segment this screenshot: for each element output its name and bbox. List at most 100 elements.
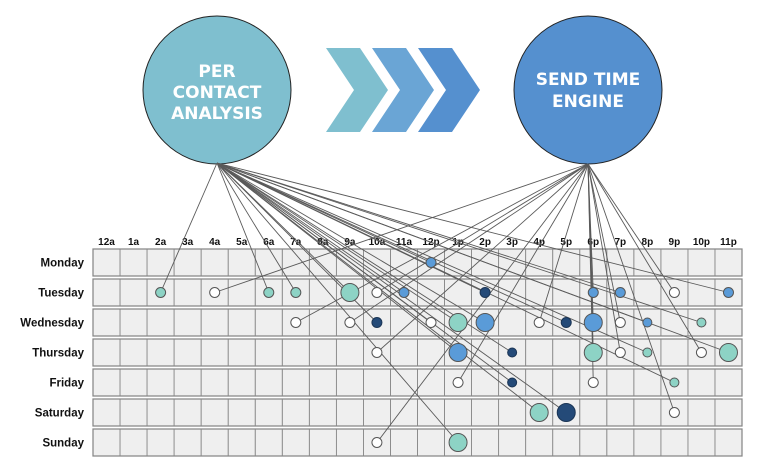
- send-time-dot: [642, 317, 653, 328]
- send-time-dot: [614, 347, 626, 358]
- send-time-dot: [155, 287, 167, 298]
- send-time-dot: [529, 403, 549, 422]
- connection-line: [538, 163, 589, 323]
- connection-line: [587, 163, 621, 353]
- hour-label: 11a: [396, 237, 413, 248]
- send-time-dot: [722, 287, 734, 298]
- send-time-dot: [668, 287, 680, 298]
- day-label: Wednesday: [20, 318, 84, 330]
- send-time-dot: [398, 287, 410, 298]
- hour-label: 9p: [669, 237, 681, 248]
- day-label: Saturday: [35, 408, 85, 420]
- connection-line: [216, 162, 567, 323]
- send-time-dot: [583, 343, 603, 362]
- send-time-dot: [614, 287, 626, 298]
- connection-line: [160, 162, 218, 293]
- day-label: Monday: [41, 258, 85, 270]
- send-time-dot: [695, 347, 707, 358]
- connection-line: [216, 162, 621, 293]
- node-label-line: ANALYSIS: [171, 104, 263, 124]
- send-time-dot: [209, 287, 221, 298]
- send-time-dot: [371, 317, 383, 328]
- node-label-line: SEND TIME: [536, 70, 641, 90]
- hour-cell: [714, 278, 743, 307]
- send-time-dot: [642, 347, 653, 358]
- send-time-dot: [475, 313, 495, 332]
- send-time-dot: [371, 347, 383, 358]
- node-label-line: CONTACT: [173, 83, 262, 103]
- hour-label: 2p: [479, 237, 491, 248]
- send-time-dot: [448, 313, 468, 332]
- hour-cell: [714, 338, 743, 367]
- send-time-dot: [507, 347, 518, 358]
- send-time-dot: [560, 317, 572, 328]
- day-axis: MondayTuesdayWednesdayThursdayFridaySatu…: [20, 258, 84, 450]
- send-time-dot: [263, 287, 275, 298]
- connection-line: [376, 163, 589, 443]
- connection-line: [216, 162, 459, 443]
- day-label: Friday: [49, 378, 84, 390]
- hour-label: 5a: [236, 237, 248, 248]
- connection-line: [216, 162, 567, 413]
- flow-chevrons: [326, 48, 480, 132]
- hour-cell: [714, 248, 743, 277]
- send-time-dot: [556, 403, 576, 422]
- send-time-dot: [587, 377, 599, 388]
- hour-cell: [714, 368, 743, 397]
- send-time-dots: [155, 257, 738, 452]
- chevron-arrow-icon: [372, 48, 434, 132]
- connection-line: [216, 162, 729, 293]
- hour-label: 12a: [98, 237, 115, 248]
- chevron-arrow-icon: [418, 48, 480, 132]
- send-time-dot: [452, 377, 464, 388]
- day-label: Sunday: [42, 438, 84, 450]
- node-label-line: ENGINE: [552, 92, 624, 112]
- hour-label: 1a: [128, 237, 140, 248]
- send-time-dot: [718, 343, 738, 362]
- hour-label: 7p: [614, 237, 626, 248]
- connection-line: [587, 163, 675, 413]
- connection-line: [457, 163, 589, 383]
- hour-label: 10a: [369, 237, 386, 248]
- send-time-dot: [533, 317, 545, 328]
- send-time-dot: [507, 377, 518, 388]
- connection-line: [376, 163, 589, 353]
- hour-label: 11p: [720, 237, 737, 248]
- send-time-dot: [448, 433, 468, 452]
- hour-label: 6p: [587, 237, 599, 248]
- connection-line: [216, 162, 405, 293]
- connection-line: [216, 162, 297, 293]
- hour-label: 4p: [533, 237, 545, 248]
- per-contact-analysis-node: PER CONTACT ANALYSIS: [142, 15, 292, 165]
- hour-label: 10p: [693, 237, 710, 248]
- day-label: Tuesday: [38, 288, 84, 300]
- send-time-dot: [425, 317, 437, 328]
- send-time-dot: [425, 257, 437, 268]
- connection-line: [376, 163, 589, 293]
- send-time-dot: [614, 317, 626, 328]
- send-time-dot: [448, 343, 468, 362]
- node-label-line: PER: [198, 62, 235, 82]
- connection-line: [587, 163, 702, 353]
- hour-cell: [714, 428, 743, 457]
- hour-cell: [714, 308, 743, 337]
- day-label: Thursday: [32, 348, 84, 360]
- hour-label: 4a: [209, 237, 221, 248]
- hour-label: 6a: [263, 237, 275, 248]
- send-time-dot: [340, 283, 360, 302]
- hour-axis: 12a1a2a3a4a5a6a7a8a9a10a11a12p1p2p3p4p5p…: [98, 237, 737, 248]
- hour-label: 3p: [506, 237, 518, 248]
- send-time-dot: [479, 287, 491, 298]
- hour-label: 8p: [642, 237, 654, 248]
- connection-line: [587, 163, 675, 293]
- send-time-dot: [371, 287, 383, 298]
- hour-label: 2a: [155, 237, 167, 248]
- send-time-dot: [290, 317, 302, 328]
- connection-line: [216, 162, 270, 293]
- send-time-dot: [696, 317, 707, 328]
- connection-line: [587, 163, 621, 323]
- hour-label: 3a: [182, 237, 194, 248]
- send-time-dot: [344, 317, 356, 328]
- send-time-dot: [290, 287, 302, 298]
